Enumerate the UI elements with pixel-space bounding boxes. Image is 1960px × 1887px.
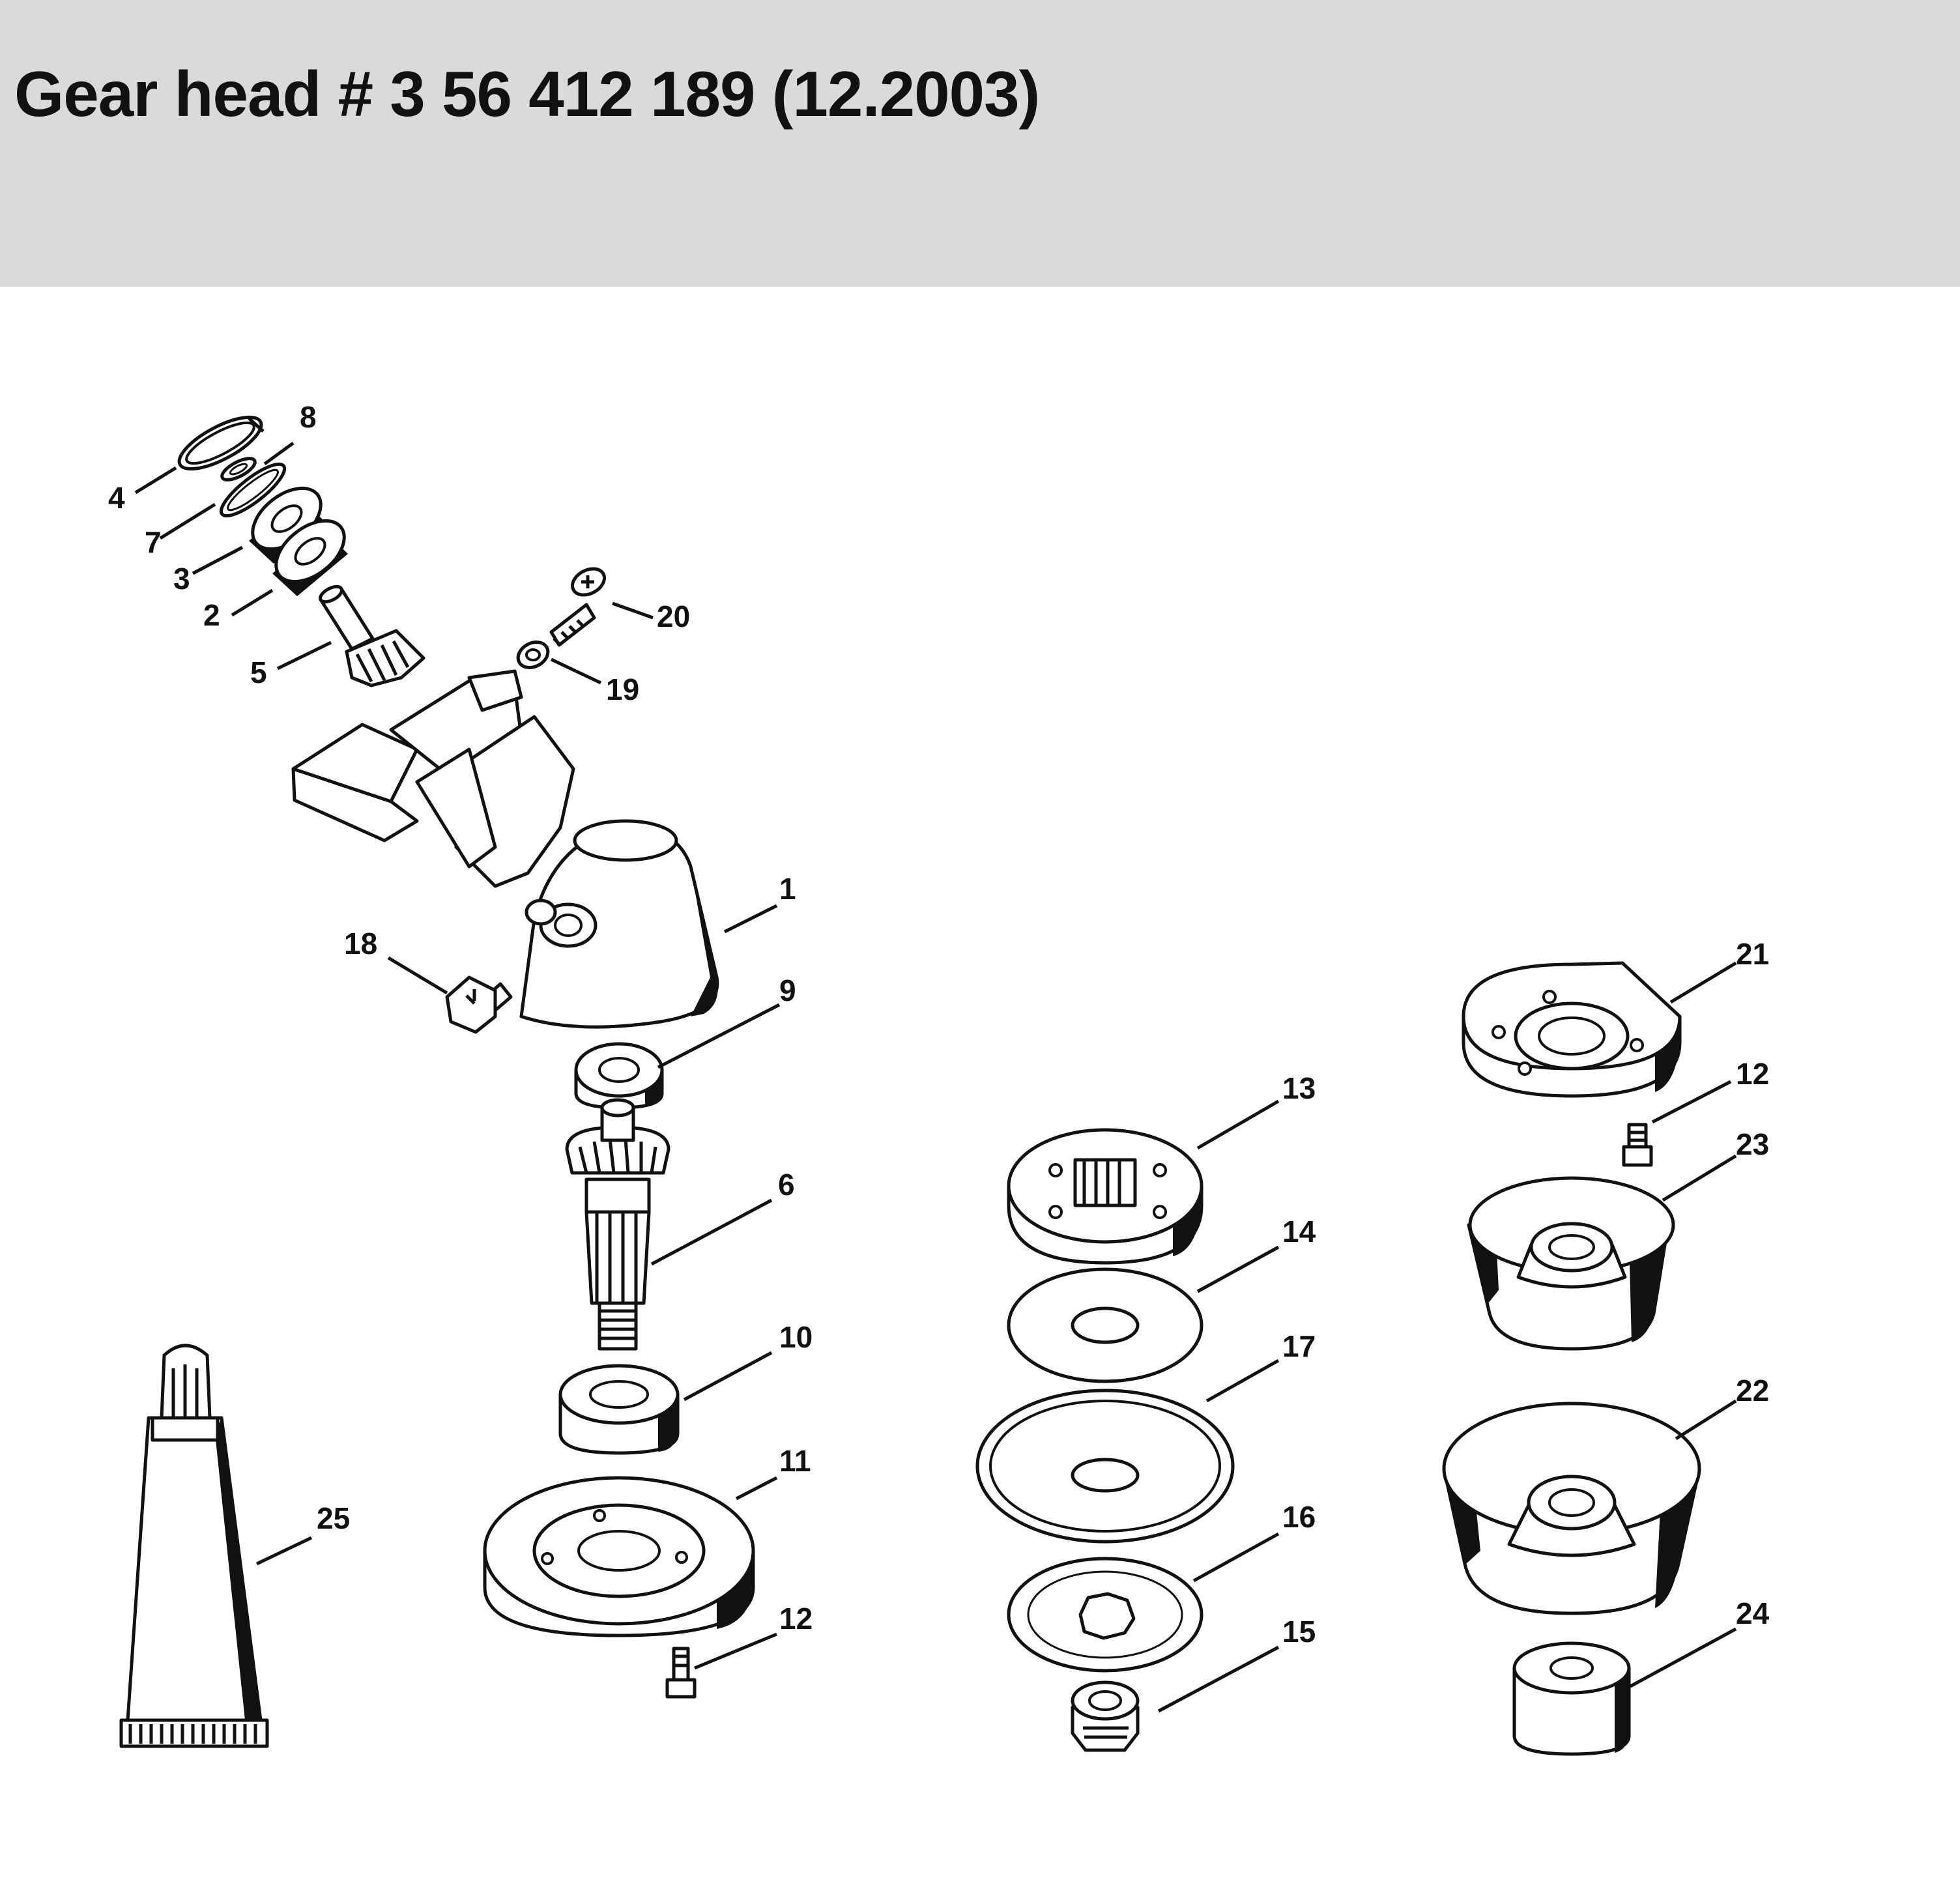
part-6-gear-shaft <box>565 1098 670 1351</box>
part-labels: 1 2 3 4 5 6 7 8 9 10 11 12 12 13 14 15 1… <box>108 400 1770 1649</box>
part-14-disc <box>1007 1267 1203 1383</box>
callout-18: 18 <box>344 927 377 960</box>
callout-1: 1 <box>779 872 796 906</box>
callout-2: 2 <box>203 598 220 632</box>
part-23-cup <box>1467 1176 1675 1351</box>
part-18-plug-screw <box>445 975 513 1034</box>
part-5-pinion <box>319 584 425 687</box>
title-banner: Gear head # 3 56 412 189 (12.2003) <box>0 0 1960 287</box>
part-12-screw-upper <box>1622 1123 1653 1167</box>
callout-21: 21 <box>1736 937 1769 971</box>
part-7-ring <box>219 462 287 518</box>
callout-9: 9 <box>779 973 796 1007</box>
part-1-gear-housing <box>291 669 719 1029</box>
callout-24: 24 <box>1736 1596 1770 1630</box>
callout-13: 13 <box>1282 1071 1316 1105</box>
callout-11: 11 <box>779 1444 811 1478</box>
part-21-thrust-cup <box>1462 961 1682 1098</box>
callout-10: 10 <box>779 1320 813 1354</box>
callout-20: 20 <box>657 599 690 633</box>
part-9-bearing <box>574 1042 664 1110</box>
callout-8: 8 <box>300 400 317 434</box>
callout-25: 25 <box>317 1501 350 1535</box>
callout-4: 4 <box>108 481 125 515</box>
part-19-washer <box>516 641 550 669</box>
part-11-flange <box>483 1476 755 1637</box>
part-15-nut <box>1071 1680 1140 1752</box>
callout-22: 22 <box>1736 1374 1769 1407</box>
callout-12-lower: 12 <box>779 1602 813 1635</box>
part-12-screw-lower <box>665 1647 697 1699</box>
part-10-bearing <box>558 1364 680 1455</box>
part-17-cutting-disc <box>975 1389 1235 1544</box>
callout-5: 5 <box>250 655 267 689</box>
callout-7: 7 <box>145 525 162 559</box>
callout-3: 3 <box>173 562 190 596</box>
page-title: Gear head # 3 56 412 189 (12.2003) <box>14 58 1040 130</box>
callout-23: 23 <box>1736 1127 1769 1161</box>
part-20-screw <box>549 567 606 647</box>
callout-16: 16 <box>1282 1500 1316 1534</box>
part-4-circlip <box>177 415 265 471</box>
callout-6: 6 <box>778 1168 795 1202</box>
callout-12-upper: 12 <box>1736 1057 1769 1091</box>
part-16-thrust-washer <box>1007 1557 1203 1673</box>
callout-17: 17 <box>1282 1329 1316 1363</box>
callout-19: 19 <box>606 672 639 706</box>
part-25-grease-tube <box>119 1344 269 1748</box>
callout-14: 14 <box>1282 1215 1316 1248</box>
part-22-cup <box>1442 1402 1701 1615</box>
leader-lines <box>134 441 1737 1713</box>
part-8-clip <box>220 457 257 482</box>
callout-15: 15 <box>1282 1615 1316 1649</box>
part-13-thrust-plate <box>1007 1128 1203 1265</box>
part-2-bearing <box>272 519 348 596</box>
part-24-ring <box>1512 1641 1631 1756</box>
